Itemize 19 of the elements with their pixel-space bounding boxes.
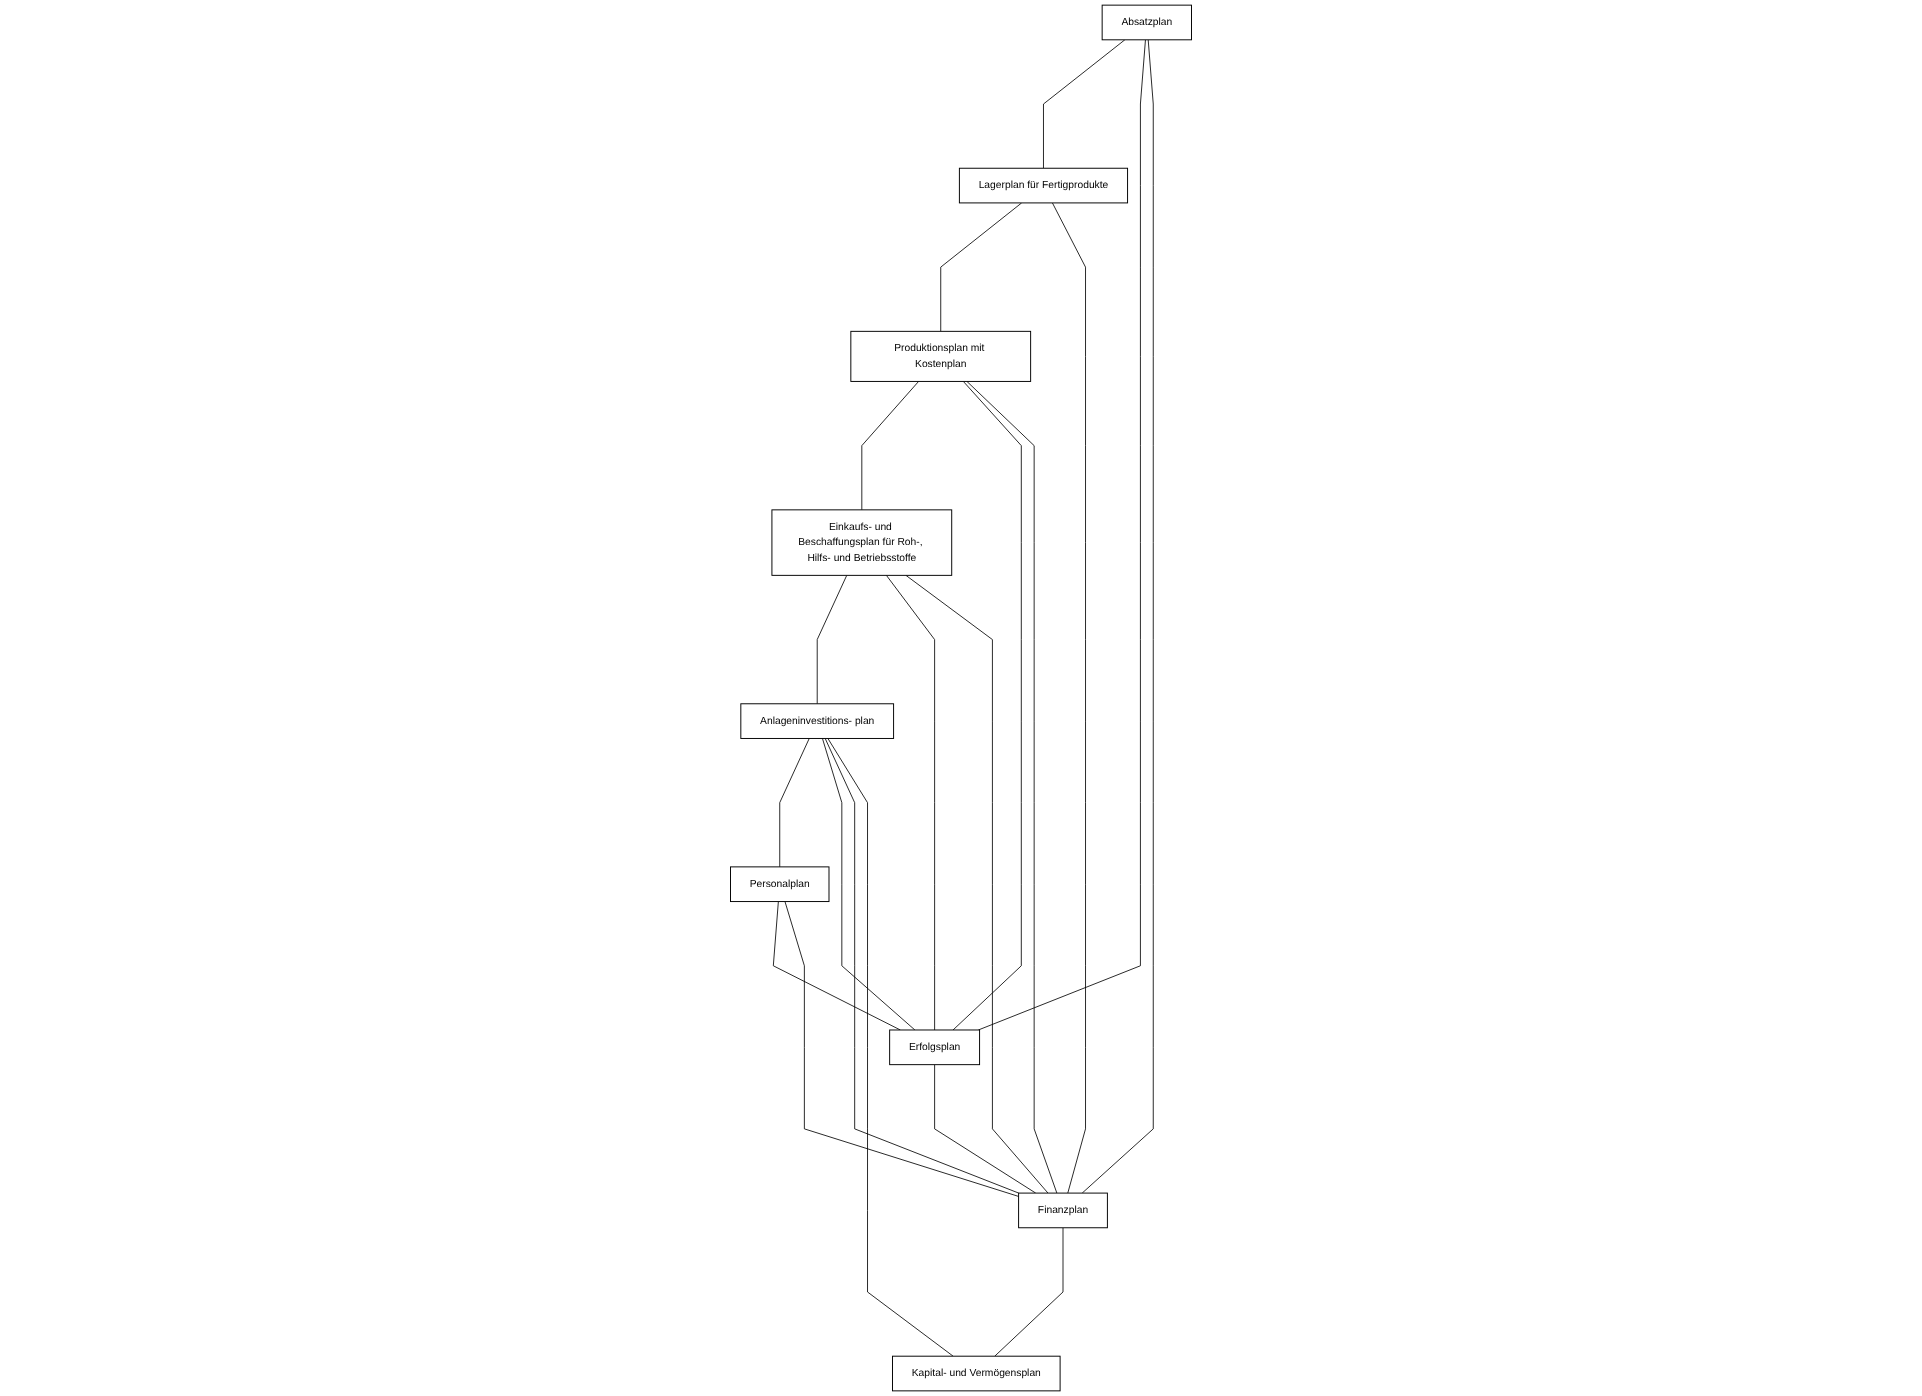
connector xyxy=(994,1227,1064,1357)
connector xyxy=(779,738,810,868)
connector xyxy=(816,574,848,705)
connector xyxy=(1081,39,1154,1194)
connector xyxy=(822,738,916,1031)
connector xyxy=(940,202,1023,332)
connector xyxy=(827,738,954,1357)
connector xyxy=(977,39,1146,1031)
connector xyxy=(1052,202,1086,1194)
connector xyxy=(952,381,1022,1031)
connector xyxy=(1043,39,1126,169)
connector xyxy=(824,738,1020,1194)
connector xyxy=(861,381,919,511)
connector xyxy=(886,574,936,1031)
connector xyxy=(934,1064,1037,1194)
connector xyxy=(966,381,1058,1194)
connector xyxy=(905,574,1049,1194)
connector xyxy=(772,901,901,1031)
connector xyxy=(784,901,1019,1197)
